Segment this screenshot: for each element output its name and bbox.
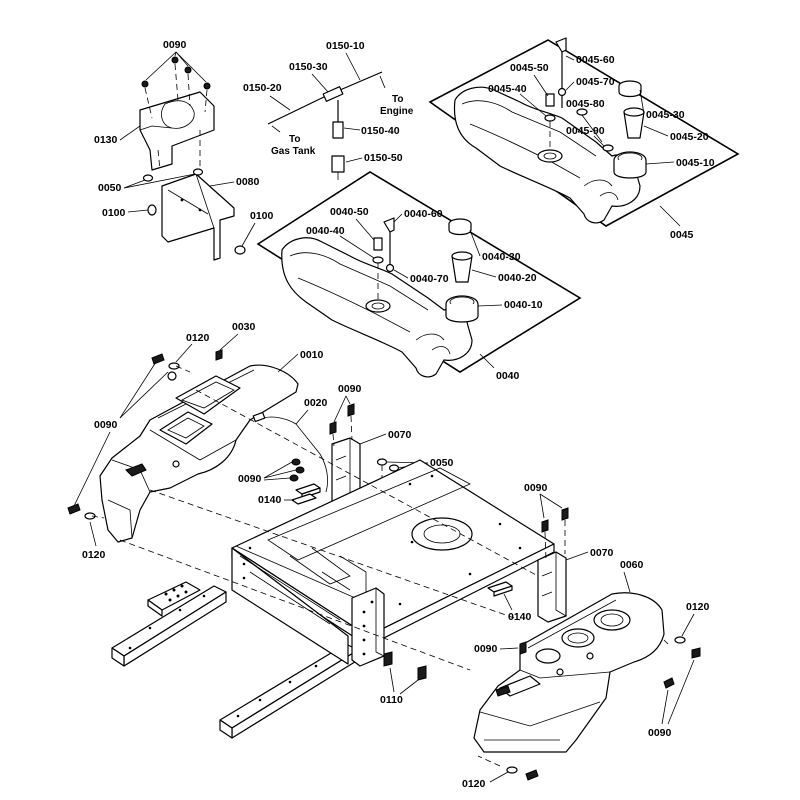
callout-0045-60: 0045-60 bbox=[576, 54, 615, 66]
callout-0050-top-left: 0050 bbox=[98, 182, 122, 194]
callout-0040-60: 0040-60 bbox=[404, 208, 443, 220]
pad-0140-right bbox=[487, 581, 513, 597]
callout-0130: 0130 bbox=[94, 134, 118, 146]
callout-0100-right: 0100 bbox=[250, 210, 274, 222]
callout-0120-bottom: 0120 bbox=[462, 778, 486, 790]
callout-0040-50: 0040-50 bbox=[330, 206, 369, 218]
callout-0045-40: 0045-40 bbox=[488, 83, 527, 95]
callout-0090-right-bottom: 0090 bbox=[648, 727, 672, 739]
callout-0045-70: 0045-70 bbox=[576, 76, 615, 88]
note-to-gas-tank-2: Gas Tank bbox=[271, 146, 316, 157]
callout-0060: 0060 bbox=[620, 559, 644, 571]
callout-0140-left: 0140 bbox=[258, 494, 282, 506]
callout-0110: 0110 bbox=[380, 694, 403, 706]
bracket-assembly bbox=[139, 56, 246, 261]
callout-0150-40: 0150-40 bbox=[361, 125, 400, 137]
callout-0070-center: 0070 bbox=[388, 429, 412, 441]
cover-0080 bbox=[161, 173, 235, 261]
callout-0040-70: 0040-70 bbox=[410, 273, 449, 285]
screw-group-top-left bbox=[141, 56, 211, 171]
callout-0090-nuts: 0090 bbox=[238, 473, 262, 485]
callout-0080: 0080 bbox=[236, 176, 260, 188]
alignment-lines bbox=[119, 389, 561, 671]
fuel-tank-0040 bbox=[281, 217, 479, 378]
note-to-gas-tank-1: To bbox=[289, 134, 300, 145]
fender-screws-left bbox=[67, 349, 223, 520]
right-bracket-0070 bbox=[537, 507, 569, 623]
callout-0150-10: 0150-10 bbox=[326, 40, 365, 52]
callout-0120-top-left: 0120 bbox=[186, 332, 210, 344]
callout-0040-30: 0040-30 bbox=[482, 251, 521, 263]
callout-0090-right-top: 0090 bbox=[524, 482, 548, 494]
callout-0070-right: 0070 bbox=[590, 547, 614, 559]
fuel-tank-0045 bbox=[453, 37, 647, 224]
right-fender-0060 bbox=[473, 592, 665, 753]
callout-0090-center: 0090 bbox=[338, 383, 362, 395]
callout-0040-20: 0040-20 bbox=[498, 272, 537, 284]
callout-0090-top-left: 0090 bbox=[163, 39, 187, 51]
callout-0150-20: 0150-20 bbox=[243, 82, 282, 94]
callout-0090-fender-left: 0090 bbox=[94, 419, 118, 431]
callout-0040-10: 0040-10 bbox=[504, 299, 543, 311]
callout-0140-right: 0140 bbox=[508, 611, 532, 623]
callout-0045-10: 0045-10 bbox=[676, 157, 715, 169]
fuel-line-assembly bbox=[267, 71, 383, 180]
callout-0020: 0020 bbox=[304, 397, 328, 409]
callout-0010: 0010 bbox=[300, 349, 324, 361]
note-to-engine-2: Engine bbox=[380, 106, 414, 117]
callout-0040: 0040 bbox=[496, 370, 520, 382]
callout-0045-20: 0045-20 bbox=[670, 131, 709, 143]
callout-0100-left: 0100 bbox=[102, 207, 126, 219]
callout-0030: 0030 bbox=[232, 321, 256, 333]
callout-0045: 0045 bbox=[670, 229, 694, 241]
frame bbox=[111, 459, 555, 739]
cable-0020 bbox=[252, 411, 328, 493]
callout-0120-right-top: 0120 bbox=[686, 601, 710, 613]
callout-0045-90: 0045-90 bbox=[566, 125, 605, 137]
note-to-engine-1: To bbox=[392, 94, 403, 105]
callout-0040-40: 0040-40 bbox=[306, 225, 345, 237]
callout-0120-lower-left: 0120 bbox=[82, 549, 106, 561]
callout-0150-50: 0150-50 bbox=[364, 152, 403, 164]
callout-0150-30: 0150-30 bbox=[289, 61, 328, 73]
left-fender-0010 bbox=[99, 364, 299, 543]
callout-0045-80: 0045-80 bbox=[566, 98, 605, 110]
callout-0090-right-mid: 0090 bbox=[474, 643, 498, 655]
callout-0045-50: 0045-50 bbox=[510, 62, 549, 74]
frame-bolts-0110 bbox=[383, 651, 427, 681]
callout-0050-center: 0050 bbox=[430, 457, 454, 469]
callout-0045-30: 0045-30 bbox=[646, 109, 685, 121]
fender-screws-right bbox=[477, 636, 701, 781]
plate-0130 bbox=[139, 91, 215, 171]
pads-0140-left bbox=[291, 483, 321, 505]
